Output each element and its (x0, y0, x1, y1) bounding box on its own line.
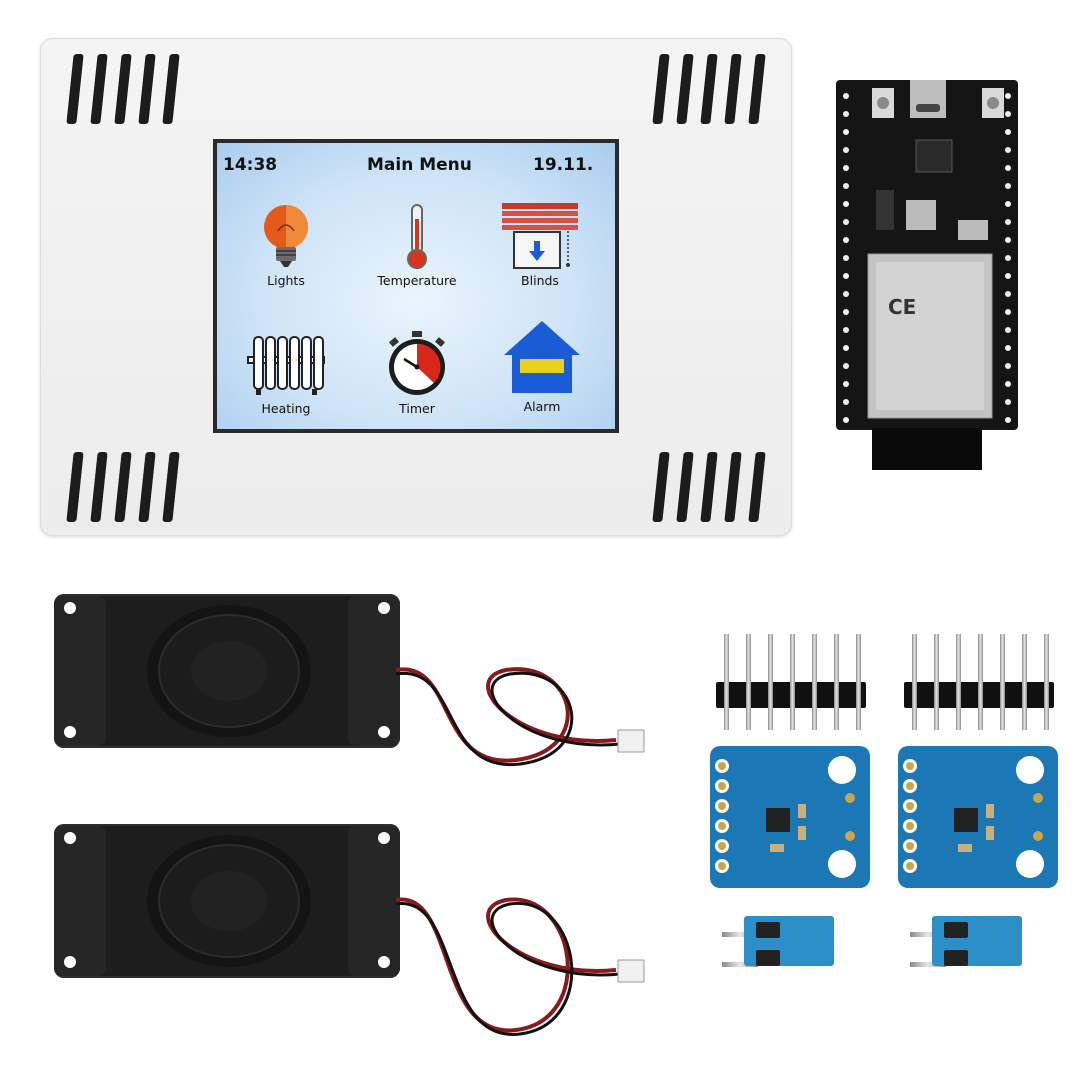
tile-heating[interactable]: Heating (231, 329, 341, 416)
speaker-cone-icon (147, 605, 311, 737)
svg-text:CE: CE (888, 295, 916, 319)
vent-bottom-right (652, 452, 766, 522)
tile-label: Alarm (523, 399, 561, 414)
tile-blinds[interactable]: Blinds (485, 201, 595, 288)
tile-alarm[interactable]: Alarm (487, 317, 597, 414)
speaker-cone-icon (147, 835, 311, 967)
menu-title: Main Menu (367, 155, 472, 175)
stopwatch-icon (389, 331, 445, 395)
light-bulb-icon (264, 205, 308, 267)
amplifier-board-graphic (715, 756, 856, 878)
radiator-icon (247, 336, 325, 395)
vent-bottom-left (66, 452, 180, 522)
tile-label: Blinds (521, 273, 559, 288)
blinds-icon (502, 203, 578, 269)
tile-label: Lights (267, 273, 305, 288)
esp32-pin-connector (872, 428, 982, 470)
vent-top-left (66, 54, 180, 124)
speaker-1-cable (396, 667, 645, 767)
amplifier-board-1 (710, 746, 870, 888)
house-alarm-icon (504, 321, 580, 393)
amplifier-board-graphic (903, 756, 1044, 878)
tile-label: Timer (399, 401, 435, 416)
tile-temperature[interactable]: Temperature (362, 201, 472, 288)
tile-lights[interactable]: Lights (231, 201, 341, 288)
thermometer-icon (407, 204, 427, 269)
tile-label: Heating (261, 401, 311, 416)
speaker-2 (54, 824, 400, 978)
clock-time: 14:38 (223, 155, 278, 175)
tile-label: Temperature (377, 273, 457, 288)
touch-screen: 14:38 Main Menu 19.11. Lights Tempe (213, 139, 619, 433)
esp32-board: CE (836, 80, 1018, 430)
date-label: 19.11. (533, 155, 594, 175)
amplifier-board-2 (898, 746, 1058, 888)
speaker-1 (54, 594, 400, 748)
main-menu-screen: 14:38 Main Menu 19.11. Lights Tempe (217, 143, 615, 429)
tile-timer[interactable]: Timer (362, 329, 472, 416)
speaker-2-cable (396, 897, 645, 1036)
vent-top-right (652, 54, 766, 124)
esp32-board-graphic: CE (843, 80, 1011, 423)
